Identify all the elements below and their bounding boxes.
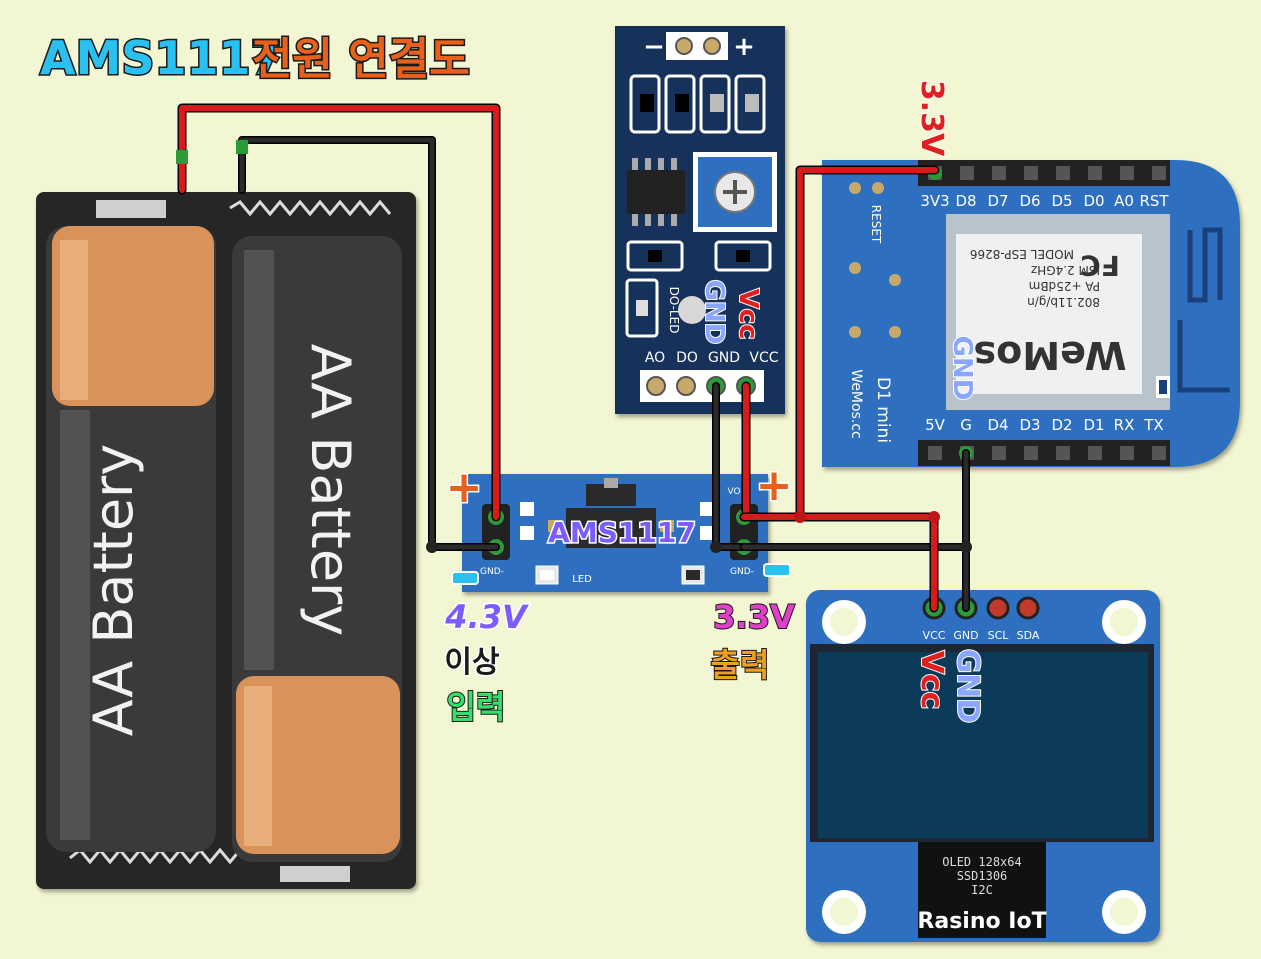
oled-brand: Rasino IoT: [917, 909, 1046, 934]
sensor-pin-label-3: VCC: [749, 350, 778, 366]
d1-bottom-pin-6: RX: [1114, 416, 1135, 434]
input-note-line3: 입력: [447, 688, 506, 726]
d1-bottom-pin-1: G: [960, 416, 972, 434]
d1-bottom-pin-7: TX: [1143, 416, 1163, 434]
d1-33v-wire-label: 3.3V: [914, 80, 949, 157]
d1-top-pin-7: RST: [1139, 192, 1169, 210]
d1-top-pin-5: D0: [1083, 192, 1104, 210]
sensor-plus-mark: +: [733, 32, 755, 62]
d1-module-line-3: 802.11b/g/n: [1027, 295, 1100, 309]
wire-sensor-vcc: [739, 381, 751, 522]
oled-display: VCC GND SCL SDA OLED 128x64 SSD1306 I2C …: [806, 590, 1160, 942]
sensor-vcc-wire-label: Vcc: [733, 289, 763, 340]
oled-chip-line-1: SSD1306: [957, 869, 1008, 883]
d1-bottom-pin-4: D2: [1051, 416, 1072, 434]
wire-battery-negative: [238, 136, 500, 551]
ams1117-module: LED GND- GND- VO AMS1117: [462, 474, 768, 592]
d1-brand-logo: WeMos: [974, 333, 1127, 377]
output-voltage-note: 3.3V 출력: [710, 597, 796, 685]
ams-gnd-in-label: GND-: [480, 567, 504, 577]
oled-pin-3: SDA: [1017, 629, 1040, 642]
input-voltage: 4.3V: [444, 598, 529, 636]
d1-top-pin-6: A0: [1114, 192, 1134, 210]
d1-top-pin-2: D7: [987, 192, 1008, 210]
input-voltage-note: 4.3V 이상 입력: [443, 597, 531, 728]
d1-fcc-mark: FC: [1080, 249, 1120, 282]
ams-output-plus: +: [756, 460, 793, 511]
d1-top-pin-0: 3V3: [920, 192, 949, 210]
oled-vcc-wire-label: Vcc: [914, 651, 949, 710]
sensor-pin-label-1: DO: [676, 350, 698, 366]
sensor-minus-mark: −: [643, 32, 665, 62]
oled-chip-line-2: I2C: [971, 883, 993, 897]
wires: [176, 103, 972, 613]
ams-led-label: LED: [572, 574, 592, 585]
oled-pin-0: VCC: [923, 629, 946, 642]
battery-label-right: AA Battery: [299, 344, 362, 636]
sensor-pin-label-0: AO: [645, 350, 665, 366]
ams-input-minus-mark: [451, 571, 479, 585]
oled-gnd-wire-label: GND: [950, 649, 985, 724]
d1-module-line-2: PA +25dBm: [1029, 279, 1100, 293]
oled-pin-2: SCL: [988, 629, 1010, 642]
sensor-pin-label-2: GND: [708, 350, 740, 366]
title-korean: 전원 연결도: [252, 34, 470, 85]
battery-cell-right: AA Battery: [232, 236, 402, 862]
d1-top-pin-1: D8: [955, 192, 976, 210]
regulator-polarity-marks: + +: [444, 459, 794, 585]
sensor-gnd-wire-label: GND: [699, 280, 729, 345]
d1-bottom-pin-2: D4: [987, 416, 1008, 434]
d1-top-pin-3: D6: [1019, 192, 1040, 210]
wire-battery-positive: [177, 103, 501, 522]
oled-chip-line-0: OLED 128x64: [942, 855, 1021, 869]
ams-module-label: AMS1117: [548, 516, 696, 549]
ams-output-minus-mark: [763, 563, 791, 577]
wire-output-gnd: [740, 449, 970, 612]
d1-bottom-pin-3: D3: [1019, 416, 1040, 434]
d1-top-pin-4: D5: [1051, 192, 1072, 210]
d1-mini-board: 3V3 D8 D7 D6 D5 D0 A0 RST 5V G D4 D3 D2 …: [822, 79, 1240, 467]
ams-vo-label: VO: [727, 487, 740, 497]
title-part: AMS1117: [40, 31, 283, 85]
d1-board-name: D1 mini: [873, 377, 893, 443]
battery-holder: AA Battery AA Battery: [36, 192, 416, 889]
oled-pin-1: GND: [953, 629, 978, 642]
d1-reset-label: RESET: [869, 205, 883, 244]
d1-module-line-1: ISM 2.4GHz: [1031, 263, 1100, 277]
sensor-module: − +: [615, 26, 785, 414]
d1-module-line-0: MODEL ESP-8266: [970, 247, 1074, 261]
d1-website: WeMos.cc: [848, 369, 864, 438]
input-note-line2: 이상: [444, 645, 500, 680]
ams-input-plus: +: [446, 462, 483, 513]
d1-gnd-wire-label: GND: [947, 336, 977, 401]
title: AMS1117 전원 연결도: [39, 30, 472, 87]
output-voltage: 3.3V: [713, 598, 795, 636]
battery-label-left: AA Battery: [82, 444, 145, 736]
ams-gnd-out-label: GND-: [730, 567, 754, 577]
battery-cell-left: AA Battery: [46, 226, 216, 852]
output-note-line2: 출력: [711, 646, 770, 684]
d1-bottom-pin-5: D1: [1083, 416, 1104, 434]
sensor-led-label: DO-LED: [667, 287, 681, 334]
d1-bottom-pin-0: 5V: [925, 416, 946, 434]
